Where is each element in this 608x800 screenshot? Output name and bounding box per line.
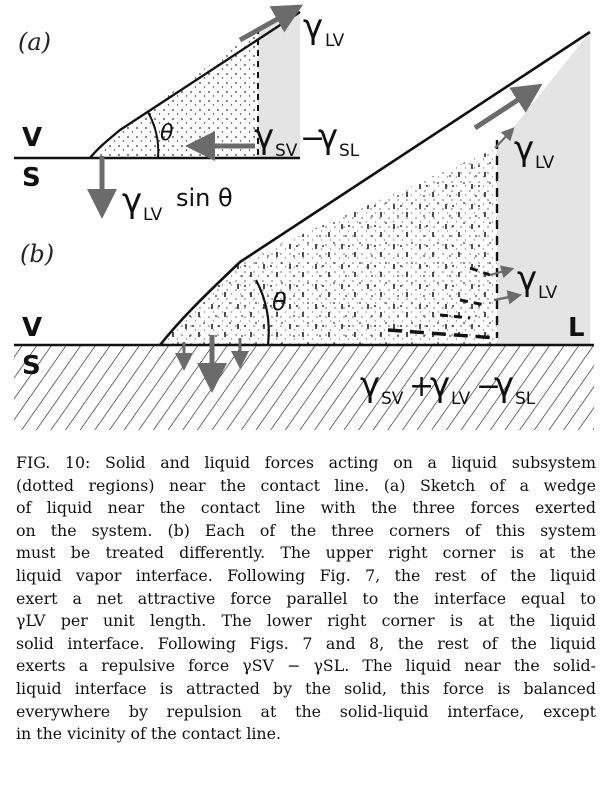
panel-b-theta: θ — [272, 288, 287, 316]
panel-b-balance-op2: − — [476, 369, 501, 404]
panel-b: (b) V S L θ γ LV γ LV γ SV + γ LV − γ SL — [14, 30, 594, 430]
panel-b-label: (b) — [20, 240, 54, 268]
panel-a-arrow-lv — [238, 4, 304, 43]
caption-line: solid interface. Following Figs. 7 and 8… — [16, 633, 596, 653]
panel-a-angle-arc — [147, 111, 160, 159]
caption-line: must be treated differently. The upper r… — [16, 543, 596, 563]
panel-b-interface-line — [158, 30, 591, 346]
panel-a-label: (a) — [18, 28, 51, 56]
caption-line: of liquid near the contact line with the… — [16, 498, 596, 518]
caption-line: everywhere by repulsion at the solid-liq… — [16, 701, 596, 721]
panel-b-dashed-bottom — [387, 328, 498, 340]
panel-b-liquid-shade — [497, 32, 590, 345]
caption-line: (dotted regions) near the contact line. … — [16, 475, 596, 495]
panel-a-gamma-sv-sub: SV — [275, 141, 298, 161]
panel-a: (a) V S θ γ LV γ SV − γ SL γ LV sin θ — [14, 4, 360, 225]
panel-a-vertical-force-tail: sin θ — [176, 184, 233, 212]
panel-a-phase-s: S — [22, 163, 41, 193]
caption-line: liquid interface is attracted by the sol… — [16, 678, 596, 698]
panel-a-phase-v: V — [22, 123, 42, 153]
caption-line: on the system. (b) Each of the three cor… — [16, 520, 596, 540]
panel-b-balance-s3: SL — [515, 389, 536, 409]
panel-b-phase-s: S — [22, 351, 41, 381]
caption-line: exerts a repulsive force γSV − γSL. The … — [16, 656, 596, 676]
panel-b-arrow-lv-upper — [473, 83, 543, 131]
caption-line: exert a net attractive force parallel to… — [16, 588, 596, 608]
panel-a-theta: θ — [160, 121, 174, 146]
panel-b-liquid-wedge-dots — [160, 148, 497, 345]
panel-b-gamma-lv-upper-sub: LV — [535, 153, 555, 173]
panel-b-phase-l: L — [568, 313, 585, 343]
caption-line: γLV per unit length. The lower right cor… — [16, 611, 596, 631]
panel-b-arrow-small-3 — [493, 290, 523, 305]
panel-a-liquid-shade — [258, 12, 300, 158]
figure-illustration: (b) V S L θ γ LV γ LV γ SV + γ LV − γ SL… — [14, 4, 594, 430]
panel-a-gamma-lv: γ — [303, 7, 323, 47]
panel-b-phase-v: V — [22, 313, 42, 343]
panel-b-gamma-lv-lower-sub: LV — [538, 283, 558, 303]
panel-b-balance-s2: LV — [451, 389, 471, 409]
panel-b-angle-arc — [255, 279, 270, 346]
panel-b-solid — [14, 346, 594, 430]
panel-b-arrow-small-1 — [494, 127, 515, 149]
panel-b-balance-s1: SV — [381, 389, 404, 409]
figure-caption: FIG. 10: Solid and liquid forces acting … — [16, 452, 596, 746]
panel-a-gamma-sl: γ — [318, 117, 338, 157]
caption-line: liquid vapor interface. Following Fig. 7… — [16, 565, 596, 585]
panel-a-gamma-sv: γ — [254, 117, 274, 157]
panel-b-balance-op1: + — [409, 369, 434, 404]
panel-b-gamma-lv-upper: γ — [514, 129, 534, 169]
panel-a-interface-line — [89, 10, 301, 159]
panel-b-dashed-corner — [439, 266, 491, 320]
panel-b-balance-g2: γ — [430, 365, 450, 405]
panel-b-balance-g1: γ — [360, 365, 380, 405]
panel-a-gamma-lv-sub: LV — [325, 31, 345, 51]
caption-line: FIG. 10: Solid and liquid forces acting … — [16, 453, 596, 472]
panel-a-vertical-force-sub: LV — [143, 205, 163, 225]
caption-line: in the vicinity of the contact line. — [16, 724, 281, 744]
panel-a-minus: − — [300, 121, 325, 156]
panel-a-gamma-sl-sub: SL — [339, 141, 360, 161]
panel-b-arrow-small-2 — [489, 265, 515, 279]
panel-b-balance-g3: γ — [494, 365, 514, 405]
panel-a-vertical-force: γ — [122, 181, 142, 221]
panel-b-balance-label: γ SV + γ LV − γ SL — [360, 365, 536, 409]
panel-b-gamma-lv-lower: γ — [517, 259, 537, 299]
